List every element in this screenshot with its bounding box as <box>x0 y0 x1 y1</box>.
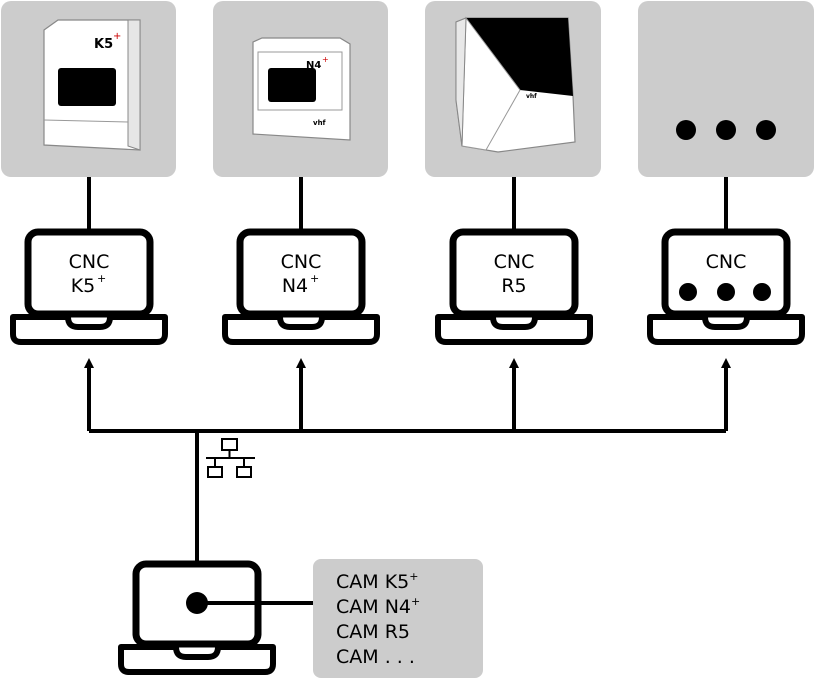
k5-logo-sup: + <box>113 31 121 42</box>
n4-machine-image: N4 + vhf <box>252 37 351 141</box>
cnc-laptop-n4: CNC N4 + <box>222 228 380 345</box>
cam-list-item: CAM R5 <box>336 621 410 643</box>
cnc-k5-line2: K5 <box>71 275 96 297</box>
cnc-n4-line1: CNC <box>281 251 322 273</box>
cam-list-item: CAM N4+ <box>336 595 420 618</box>
k5-logo-text: K5 <box>94 37 113 52</box>
machine-panel-n4: N4 + vhf <box>213 1 388 177</box>
network-bus <box>84 358 731 564</box>
cnc-more-line1: CNC <box>706 251 747 273</box>
ellipsis-dot <box>679 283 697 301</box>
ellipsis-dot <box>716 120 736 140</box>
ellipsis-dot <box>753 283 771 301</box>
k5-machine-image: K5 + <box>43 19 141 151</box>
r5-brand-mark: vhf <box>526 93 537 100</box>
n4-logo-sup: + <box>322 55 329 64</box>
cam-list-item: CAM . . . <box>336 646 415 668</box>
network-switch-icon <box>206 438 255 478</box>
cnc-r5-line2: R5 <box>501 275 526 297</box>
cnc-n4-sup: + <box>310 272 319 285</box>
cam-workstation-laptop <box>118 560 276 675</box>
cam-list-panel: CAM K5+ CAM N4+ CAM R5 CAM . . . <box>313 559 483 678</box>
cnc-laptop-k5: CNC K5 + <box>10 228 168 345</box>
cnc-laptop-r5: CNC R5 <box>435 228 593 345</box>
ellipsis-dot <box>756 120 776 140</box>
r5-machine-image: vhf <box>455 16 576 153</box>
cnc-r5-line1: CNC <box>494 251 535 273</box>
n4-logo-text: N4 <box>306 60 321 71</box>
cnc-laptop-more: CNC <box>647 228 805 345</box>
ellipsis-dot <box>717 283 735 301</box>
machine-panel-more <box>638 1 814 177</box>
cam-list-item: CAM K5+ <box>336 570 418 593</box>
cnc-n4-line2: N4 <box>282 275 308 297</box>
cnc-k5-sup: + <box>97 272 106 285</box>
machine-panel-r5: vhf <box>425 1 601 177</box>
ellipsis-dot <box>676 120 696 140</box>
n4-brand-mark: vhf <box>313 119 327 127</box>
machine-panel-k5: K5 + <box>1 1 176 177</box>
cnc-k5-line1: CNC <box>69 251 110 273</box>
panel-to-laptop-links <box>87 177 728 232</box>
